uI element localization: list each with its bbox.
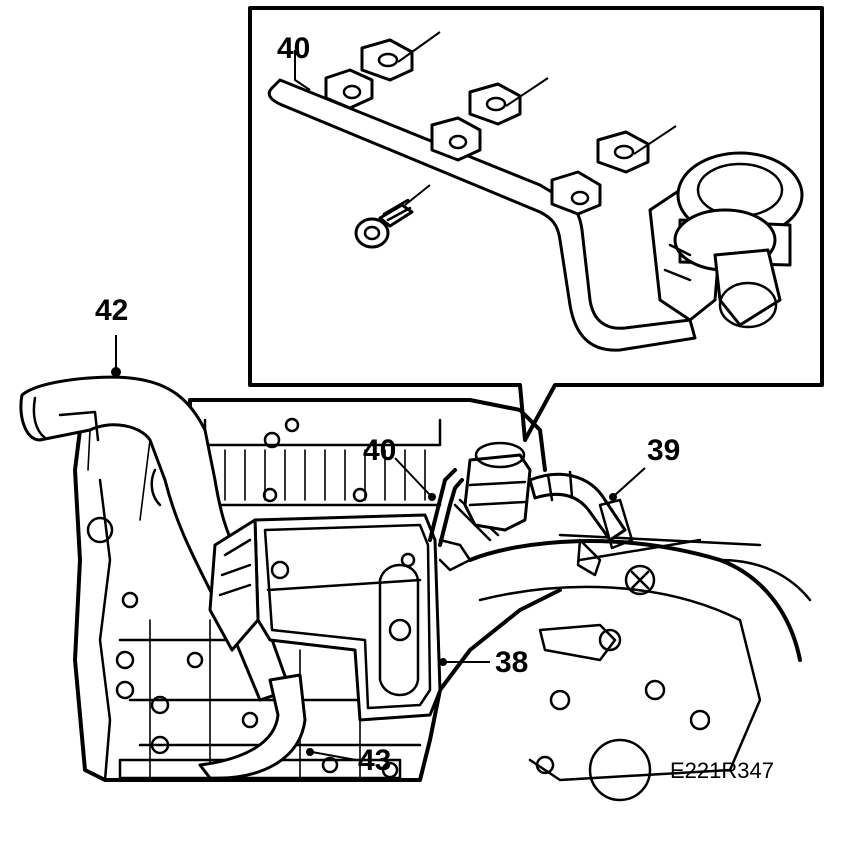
air-valve-inset <box>648 151 804 329</box>
pipe-bracket <box>324 68 602 216</box>
valve-hose-39 <box>528 470 634 577</box>
callout-40-inset: 40 <box>277 32 310 65</box>
lower-hose <box>174 673 307 780</box>
callout-38: 38 <box>495 646 528 679</box>
inset-detail <box>248 6 824 442</box>
figure-code: E221R347 <box>670 758 774 783</box>
callout-39: 39 <box>647 434 680 467</box>
air-valve-main <box>463 441 532 532</box>
callout-40: 40 <box>363 434 396 467</box>
callout-42: 42 <box>95 294 128 327</box>
gasket <box>360 31 677 174</box>
leader-lines <box>111 50 646 761</box>
cover-38 <box>208 513 442 722</box>
callout-43: 43 <box>358 744 391 777</box>
bolt <box>354 184 431 249</box>
